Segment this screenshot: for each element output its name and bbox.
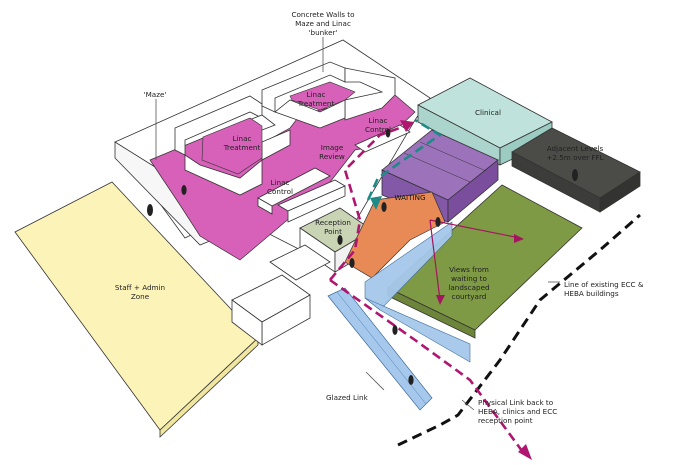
- route-arrow-top: [400, 120, 414, 132]
- label-reception-point: Reception Point: [315, 218, 351, 236]
- label-linac-control-1: Linac Control: [267, 178, 293, 196]
- label-views: Views from waiting to landscaped courtya…: [448, 265, 490, 301]
- label-line-existing: Line of existing ECC & HEBA buildings: [564, 280, 644, 298]
- label-waiting: WAITING: [394, 193, 426, 202]
- glazed-wall-courtyard: [364, 221, 471, 363]
- linac-room-2-floor: [289, 81, 356, 111]
- linac-room-2-walls: [261, 61, 396, 129]
- label-concrete-walls: Concrete Walls to Maze and Linac 'bunker…: [291, 10, 355, 37]
- label-glazed-link: Glazed Link: [326, 393, 368, 402]
- green-courtyard: [387, 184, 583, 339]
- label-clinical: Clinical: [475, 108, 501, 117]
- view-arrow-head-2: [436, 295, 445, 305]
- entrance-blocks: [231, 244, 331, 346]
- leader-lines: [155, 37, 560, 411]
- label-linac-treatment-1: Linac Treatment: [223, 134, 261, 152]
- people-figures: [147, 128, 578, 385]
- label-adjacent-levels: Adjacent Levels +2.5m over FFL: [546, 144, 604, 162]
- label-linac-control-2: Linac Control: [365, 116, 391, 134]
- label-maze: 'Maze': [143, 90, 167, 99]
- route-teal-arrow: [370, 196, 382, 210]
- route-inner: [329, 123, 409, 281]
- route-teal: [366, 118, 443, 201]
- view-arrows: [429, 219, 521, 301]
- linac-room-1-floor: [201, 117, 263, 175]
- route-main: [329, 278, 527, 456]
- existing-buildings-line: [397, 213, 641, 447]
- adjacent-levels-block: [511, 127, 641, 213]
- route-arrow-end: [518, 444, 532, 460]
- label-staff-admin: Staff + Admin Zone: [114, 283, 166, 301]
- linac-control-blocks: [257, 124, 411, 223]
- label-physical-link: Physical Link back to HEBA, clinics and …: [478, 398, 558, 425]
- staff-admin-block: [14, 181, 259, 438]
- glazed-link: [327, 287, 433, 411]
- view-arrow-head-1: [514, 234, 524, 243]
- label-image-review: Image Review: [319, 143, 345, 161]
- label-linac-treatment-2: Linac Treatment: [297, 90, 335, 108]
